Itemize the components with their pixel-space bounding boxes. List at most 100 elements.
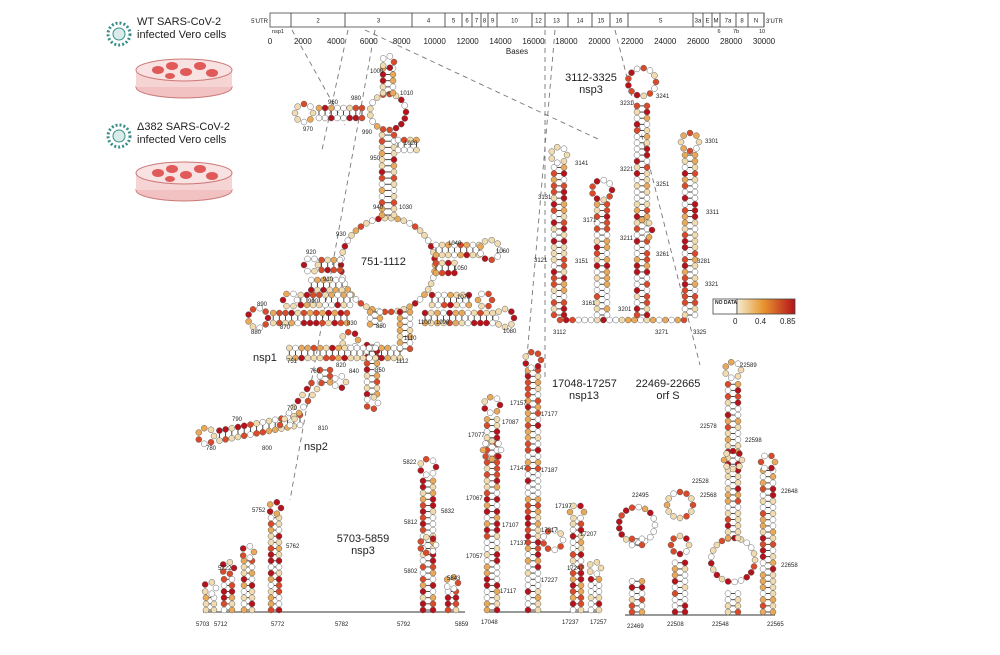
position-label: 17227 (541, 578, 558, 584)
nucleotide (534, 502, 542, 509)
nucleotide (643, 311, 651, 319)
nucleotide (483, 477, 491, 485)
nucleotide (267, 526, 275, 534)
nucleotide (633, 102, 641, 110)
nucleotide (534, 440, 542, 448)
nucleotide (396, 327, 404, 334)
nucleotide (269, 309, 277, 317)
nucleotide (569, 588, 577, 595)
nucleotide (249, 306, 257, 313)
wt-cell-dish (135, 58, 233, 99)
nucleotide (633, 121, 641, 128)
nucleotide (370, 405, 378, 412)
position-label: 22589 (740, 363, 757, 369)
wt-label: WT SARS-CoV-2 infected Vero cells (137, 16, 226, 42)
nucleotide (681, 158, 689, 165)
nucleotide (314, 276, 321, 284)
nucleotide (307, 103, 314, 110)
nucleotide (330, 266, 338, 274)
nucleotide (759, 608, 767, 616)
nucleotide (210, 432, 218, 440)
nucleotide (445, 251, 452, 259)
genome-segment-label: 16 (616, 19, 623, 25)
position-label: 940 (373, 205, 384, 211)
nucleotide (724, 442, 732, 449)
nucleotide (340, 291, 348, 299)
nucleotide (587, 606, 595, 614)
nucleotide (226, 559, 234, 566)
nucleotide (267, 576, 275, 583)
nucleotide (396, 333, 404, 340)
nucleotide (373, 378, 381, 386)
nucleotide (493, 483, 501, 491)
nucleotide (281, 415, 288, 423)
d382-virus-icon (106, 123, 132, 149)
nucleotide (524, 409, 532, 417)
nucleotide (295, 409, 303, 417)
nucleotide (550, 250, 558, 257)
nucleotide (259, 428, 267, 436)
nucleotide (373, 94, 381, 101)
nucleotide (681, 565, 689, 573)
nucleotide (406, 321, 414, 328)
nucleotide (681, 176, 689, 183)
nucleotide (341, 344, 348, 352)
nucleotide (378, 144, 386, 151)
nucleotide (759, 578, 767, 585)
nucleotide (390, 211, 398, 219)
nucleotide (524, 526, 532, 534)
nucleotide (493, 532, 501, 540)
nucleotide (441, 301, 448, 309)
nucleotide (643, 305, 651, 313)
nucleotide (681, 194, 689, 202)
nucleotide (493, 582, 501, 589)
nucleotide (444, 606, 452, 614)
genome-axis-tick: 22000 (621, 37, 644, 46)
nucleotide (769, 510, 777, 517)
nucleotide (743, 573, 750, 581)
nucleotide (569, 551, 577, 558)
nucleotide (342, 378, 350, 386)
genome-axis-tick: 8000 (393, 37, 411, 46)
nucleotide (444, 600, 452, 608)
nucleotide (378, 354, 385, 362)
nucleotide (595, 588, 603, 595)
nucleotide (493, 496, 501, 503)
nucleotide (246, 543, 254, 550)
nucleotide (470, 319, 478, 327)
position-label: 17197 (555, 504, 572, 510)
nucleotide (402, 108, 410, 116)
nucleotide (729, 447, 737, 455)
nucleotide (734, 387, 742, 394)
position-label: 1070 (457, 295, 471, 301)
nucleotide (335, 344, 342, 352)
nucleotide (483, 465, 491, 472)
nucleotide (366, 321, 374, 328)
position-label: 1110 (404, 336, 417, 342)
nucleotide (724, 417, 732, 425)
nucleotide (419, 508, 427, 515)
nucleotide (340, 104, 347, 112)
nucleotide (378, 168, 386, 176)
nucleotide (372, 354, 379, 362)
nucleotide (633, 293, 641, 300)
nucleotide (540, 533, 547, 540)
nucleotide (769, 571, 777, 579)
nucleotide (264, 314, 272, 322)
nucleotide (633, 139, 641, 147)
nucleotide (724, 602, 732, 610)
nucleotide (759, 522, 767, 530)
nucleotide (524, 514, 532, 521)
nucleotide (768, 464, 775, 472)
structure-title-17048: 17048-17257 nsp13 (552, 378, 617, 402)
nucleotide (352, 296, 360, 303)
nucleotide (734, 360, 742, 367)
nucleotide (603, 237, 611, 245)
nucleotide (378, 193, 386, 200)
nucleotide (550, 256, 558, 263)
nucleotide (640, 64, 647, 72)
nucleotide (339, 249, 346, 256)
position-label: 810 (318, 426, 329, 432)
position-label: 3251 (656, 182, 670, 188)
nucleotide (643, 250, 651, 257)
